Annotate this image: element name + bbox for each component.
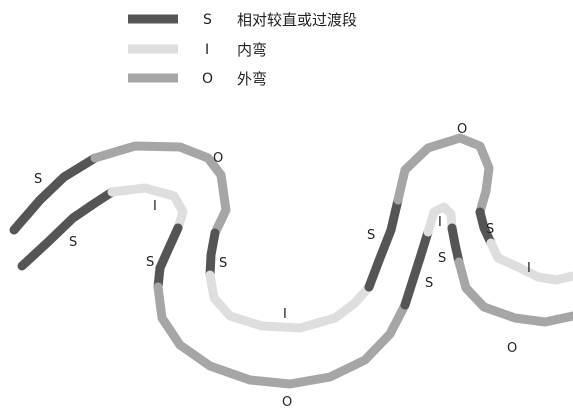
bank-2 bbox=[22, 188, 573, 384]
bank-2-straight-segment-4 bbox=[452, 228, 459, 262]
legend-label-inner: 内弯 bbox=[237, 41, 267, 59]
bank-1-inner-segment bbox=[210, 275, 369, 328]
segment-label: O bbox=[507, 341, 517, 356]
segment-label: S bbox=[425, 276, 433, 291]
segment-label: I bbox=[283, 307, 287, 322]
segment-label: S bbox=[219, 256, 227, 271]
legend: S 相对较直或过渡段 I 内弯 O 外弯 bbox=[128, 11, 357, 88]
segment-label: O bbox=[213, 151, 223, 166]
segment-label: S bbox=[69, 235, 77, 250]
segment-label: S bbox=[486, 222, 494, 237]
legend-code-outer: O bbox=[202, 71, 213, 87]
legend-label-straight: 相对较直或过渡段 bbox=[237, 11, 357, 29]
segment-label: I bbox=[527, 261, 531, 276]
bank-2-outer-segment bbox=[158, 287, 405, 384]
legend-label-outer: 外弯 bbox=[237, 70, 267, 88]
legend-item-inner: I 内弯 bbox=[128, 41, 267, 59]
bank-1-straight-segment bbox=[14, 158, 95, 230]
segment-label: S bbox=[367, 228, 375, 243]
segment-label: S bbox=[438, 251, 446, 266]
segment-label: O bbox=[282, 395, 292, 408]
segment-label: S bbox=[34, 172, 42, 187]
bank-1-inner-segment-2 bbox=[491, 243, 573, 280]
segment-label: O bbox=[457, 122, 467, 137]
legend-code-straight: S bbox=[203, 12, 212, 28]
segment-label: S bbox=[146, 255, 154, 270]
bank-1-straight-segment-2 bbox=[210, 233, 215, 275]
bank-2-straight-segment-2 bbox=[158, 228, 178, 287]
segment-label: I bbox=[153, 199, 157, 214]
bank-2-inner-segment bbox=[112, 188, 183, 228]
bank-1-straight-segment-3 bbox=[369, 200, 398, 287]
segment-label: I bbox=[438, 215, 442, 230]
legend-item-straight: S 相对较直或过渡段 bbox=[128, 11, 357, 29]
legend-item-outer: O 外弯 bbox=[128, 70, 267, 88]
bank-2-straight-segment-3 bbox=[405, 232, 428, 305]
bank-1-outer-segment-2 bbox=[398, 138, 489, 212]
legend-code-inner: I bbox=[205, 42, 209, 58]
